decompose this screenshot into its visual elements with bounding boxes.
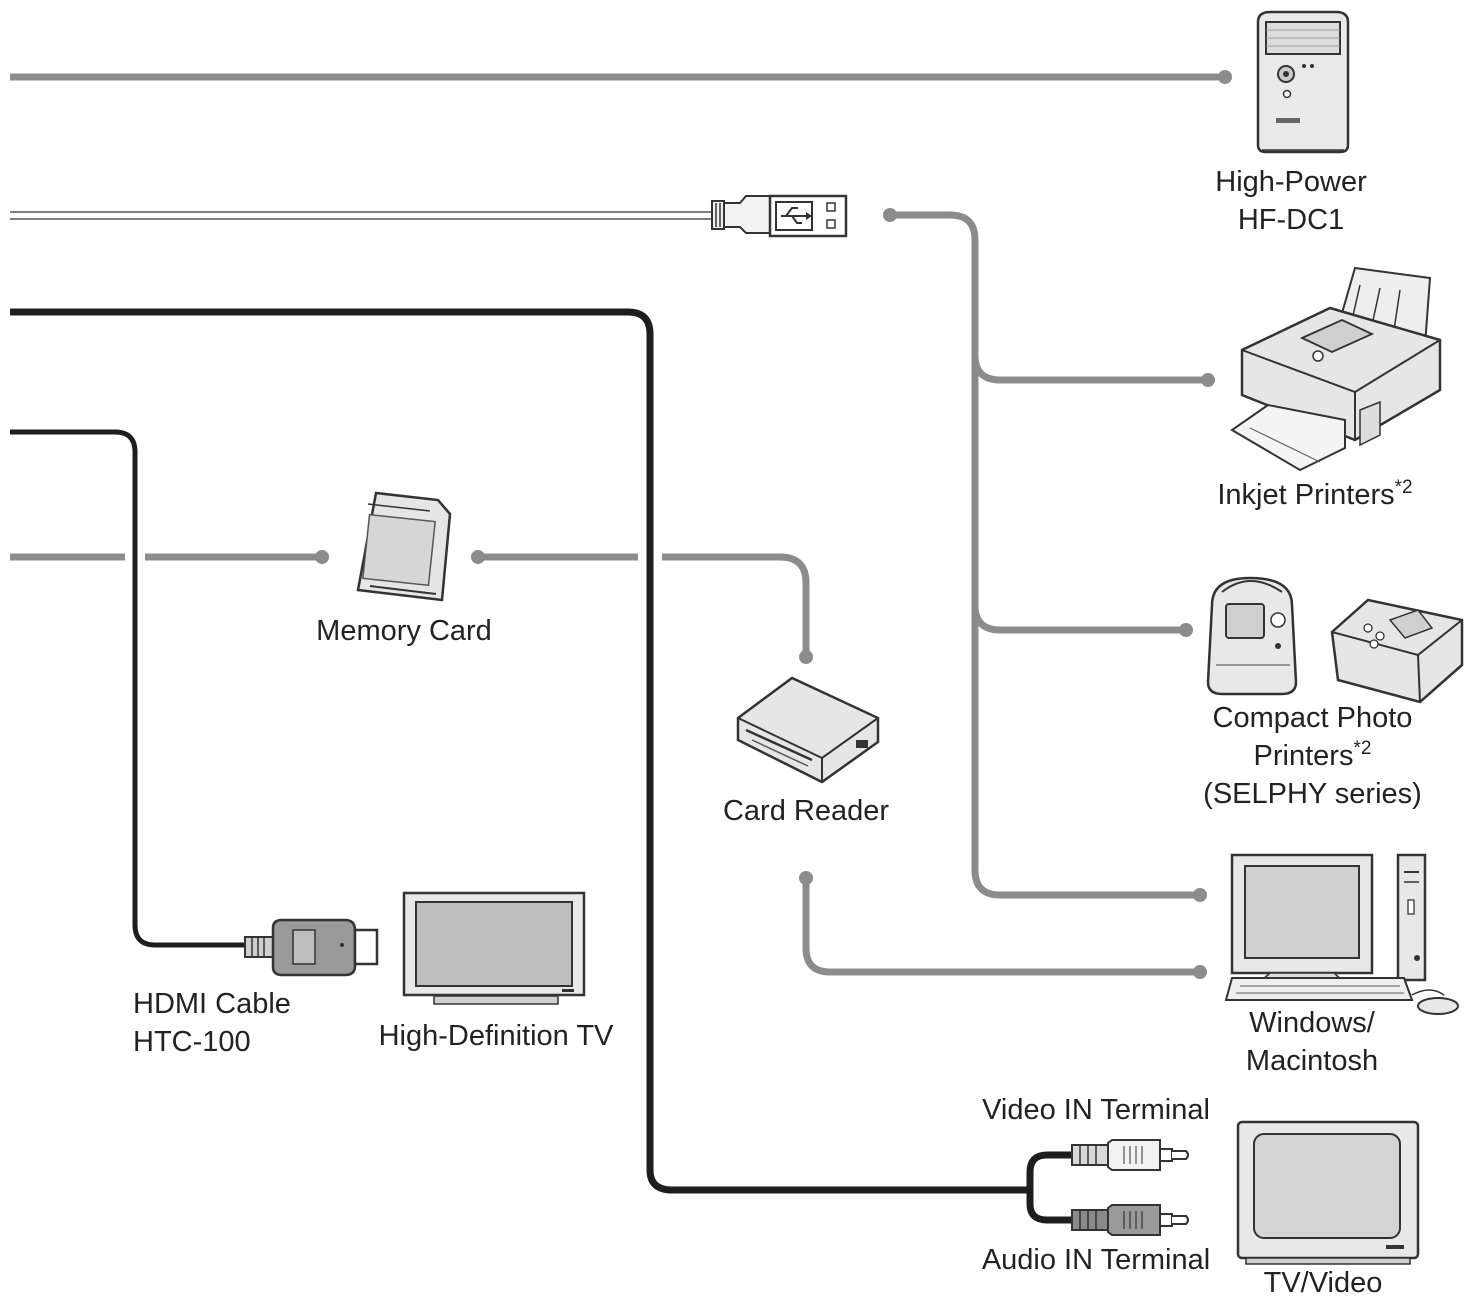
hdtv-image	[402, 891, 586, 1005]
hdmi-cable-label: HDMI Cable HTC-100	[133, 985, 333, 1061]
memory-card-label: Memory Card	[316, 615, 492, 647]
hdmi-cable-line	[10, 429, 248, 948]
card-reader-label: Card Reader	[722, 795, 890, 827]
card-reader-computer-line	[799, 871, 1207, 979]
computer-image	[1224, 853, 1459, 1015]
tv-video-label: TV/Video	[1263, 1267, 1383, 1299]
compact-photo-printer-round-image	[1206, 576, 1298, 696]
compact-printers-line3: (SELPHY series)	[1203, 778, 1422, 810]
usb-cable	[10, 211, 715, 220]
inkjet-printer-image	[1230, 266, 1442, 472]
usb-plug	[711, 194, 848, 238]
tv-video-image	[1236, 1120, 1420, 1265]
compact-printers-line2: Printers	[1253, 740, 1354, 772]
compact-printers-footnote-mark: *2	[1353, 738, 1372, 759]
computer-label: Windows/ Macintosh	[1222, 1004, 1402, 1080]
compact-printers-line1: Compact Photo	[1212, 702, 1413, 734]
video-rca-plug	[1071, 1139, 1189, 1171]
compact-photo-printer-box-image	[1330, 598, 1464, 704]
audio-rca-plug	[1071, 1204, 1189, 1236]
video-terminal-label: Video IN Terminal	[982, 1094, 1210, 1126]
hdmi-cable-line2: HTC-100	[133, 1026, 251, 1058]
inkjet-label-text: Inkjet Printers	[1217, 479, 1395, 511]
flash-label-line1: High-Power	[1215, 166, 1367, 198]
usb-branch-lines	[883, 208, 1215, 902]
computer-label-line1: Windows/	[1249, 1007, 1375, 1039]
computer-label-line2: Macintosh	[1245, 1045, 1379, 1077]
hdmi-cable-line1: HDMI Cable	[133, 988, 291, 1020]
memory-card-lines	[10, 550, 813, 664]
flash-label-line2: HF-DC1	[1237, 204, 1345, 236]
flash-label: High-Power HF-DC1	[1196, 163, 1386, 239]
av-cable-line	[10, 308, 1075, 1224]
compact-printers-label: Compact Photo Printers*2 (SELPHY series)	[1180, 699, 1445, 813]
flash-connection-line	[10, 70, 1232, 84]
audio-terminal-label: Audio IN Terminal	[981, 1244, 1211, 1276]
hdmi-plug	[244, 918, 379, 977]
hdtv-label: High-Definition TV	[378, 1020, 614, 1052]
inkjet-footnote-mark: *2	[1394, 477, 1413, 498]
memory-card-image	[356, 491, 452, 602]
card-reader-image	[736, 676, 880, 784]
flash-unit-image	[1256, 10, 1350, 154]
inkjet-label: Inkjet Printers*2	[1190, 476, 1440, 514]
